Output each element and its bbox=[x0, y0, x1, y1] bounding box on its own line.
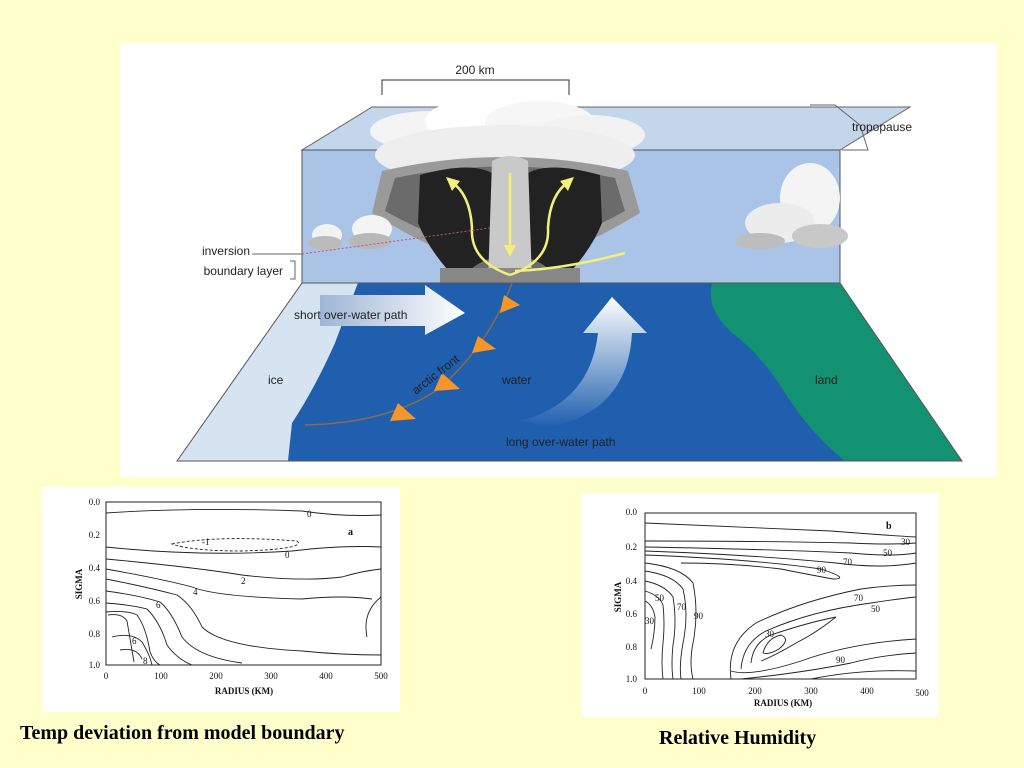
land-label: land bbox=[815, 373, 838, 387]
short-path-arrow: short over-water path bbox=[294, 285, 465, 335]
temp-xlabel: RADIUS (KM) bbox=[215, 686, 273, 696]
temp-xtick: 100 bbox=[154, 671, 168, 681]
svg-text:30: 30 bbox=[901, 537, 911, 547]
tropopause-marker: tropopause bbox=[810, 104, 912, 151]
inversion-label: inversion bbox=[202, 244, 250, 258]
temp-ylabel: SIGMA bbox=[74, 568, 84, 599]
svg-text:50: 50 bbox=[883, 548, 893, 558]
cumulus-clouds-left bbox=[308, 215, 392, 250]
rh-ylabel: SIGMA bbox=[613, 581, 623, 612]
rh-xlabel: RADIUS (KM) bbox=[754, 698, 812, 708]
temp-xtick: 400 bbox=[319, 671, 333, 681]
svg-text:90: 90 bbox=[836, 655, 846, 665]
temp-xtick: 500 bbox=[374, 671, 388, 681]
temp-plot-svg: 0.0 0.2 0.4 0.6 0.8 1.0 0 100 200 300 40… bbox=[74, 497, 388, 696]
temp-caption: Temp deviation from model boundary bbox=[20, 722, 345, 744]
temp-contours bbox=[105, 508, 382, 666]
temp-ytick: 0.8 bbox=[89, 629, 101, 639]
rh-plot-svg: 0.0 0.2 0.4 0.6 0.8 1.0 0 100 200 300 40… bbox=[613, 507, 929, 708]
svg-text:2: 2 bbox=[241, 576, 246, 586]
temp-ytick: 0.2 bbox=[89, 530, 100, 540]
svg-text:6: 6 bbox=[156, 600, 161, 610]
rh-ytick: 0.4 bbox=[626, 576, 638, 586]
temp-deviation-plot: 0.0 0.2 0.4 0.6 0.8 1.0 0 100 200 300 40… bbox=[42, 487, 400, 712]
rh-ytick: 1.0 bbox=[626, 674, 638, 684]
rh-ytick: 0.0 bbox=[626, 507, 638, 517]
temp-xtick: 0 bbox=[104, 671, 109, 681]
svg-text:30: 30 bbox=[645, 616, 655, 626]
svg-text:0: 0 bbox=[307, 509, 312, 519]
svg-text:70: 70 bbox=[843, 557, 853, 567]
land-region bbox=[710, 283, 962, 461]
temp-panel-letter: a bbox=[348, 527, 353, 538]
temp-ytick: 0.6 bbox=[89, 596, 101, 606]
temp-ytick: 0.4 bbox=[89, 563, 101, 573]
rh-xtick: 400 bbox=[860, 686, 874, 696]
inversion-marker: inversion bbox=[202, 244, 302, 258]
svg-text:50: 50 bbox=[871, 604, 881, 614]
rh-caption: Relative Humidity bbox=[659, 727, 817, 749]
short-path-label: short over-water path bbox=[294, 308, 407, 322]
svg-text:70: 70 bbox=[854, 593, 864, 603]
rh-xtick: 100 bbox=[692, 686, 706, 696]
ice-region bbox=[177, 283, 358, 461]
rh-panel-letter: b bbox=[886, 521, 892, 532]
cumulus-clouds-right bbox=[735, 163, 848, 249]
svg-text:4: 4 bbox=[193, 587, 198, 597]
rh-ytick: 0.8 bbox=[626, 642, 638, 652]
tropopause-label: tropopause bbox=[852, 120, 912, 134]
temp-contour-labels: 0 -1 0 2 4 6 6 8 bbox=[132, 509, 312, 666]
water-label: water bbox=[501, 373, 531, 387]
svg-text:-1: -1 bbox=[202, 537, 210, 547]
long-path-arrow: long over-water path bbox=[506, 297, 647, 449]
rh-xtick: 500 bbox=[915, 688, 929, 698]
diagram-svg: 200 km tropopause bbox=[176, 63, 963, 462]
rh-ytick: 0.2 bbox=[626, 542, 637, 552]
rh-ytick: 0.6 bbox=[626, 609, 638, 619]
svg-text:6: 6 bbox=[132, 636, 137, 646]
svg-text:90: 90 bbox=[817, 565, 827, 575]
rh-contours bbox=[644, 522, 917, 680]
anvil-cloud bbox=[370, 99, 645, 283]
svg-text:30: 30 bbox=[765, 629, 775, 639]
lake-effect-diagram: 200 km tropopause bbox=[120, 43, 997, 477]
boundary-layer-label: boundary layer bbox=[204, 264, 283, 278]
ice-label: ice bbox=[268, 373, 284, 387]
rh-xtick: 200 bbox=[748, 686, 762, 696]
temp-xtick: 300 bbox=[264, 671, 278, 681]
svg-text:90: 90 bbox=[694, 611, 704, 621]
temp-ytick: 1.0 bbox=[89, 660, 101, 670]
boundary-layer-marker: boundary layer bbox=[204, 260, 296, 280]
svg-text:50: 50 bbox=[655, 593, 665, 603]
temp-ytick: 0.0 bbox=[89, 497, 101, 507]
relative-humidity-plot: 0.0 0.2 0.4 0.6 0.8 1.0 0 100 200 300 40… bbox=[581, 493, 939, 717]
temp-xtick: 200 bbox=[209, 671, 223, 681]
circulation-arrows bbox=[446, 173, 626, 277]
rh-contour-labels: 30 50 70 90 70 50 50 70 90 30 30 90 bbox=[645, 537, 911, 665]
svg-text:8: 8 bbox=[143, 656, 148, 666]
svg-text:70: 70 bbox=[677, 602, 687, 612]
scale-bar: 200 km bbox=[381, 63, 570, 95]
long-path-label: long over-water path bbox=[506, 435, 615, 449]
rh-xtick: 0 bbox=[643, 686, 648, 696]
svg-text:0: 0 bbox=[285, 550, 290, 560]
scale-label: 200 km bbox=[455, 63, 494, 77]
rh-xtick: 300 bbox=[804, 686, 818, 696]
